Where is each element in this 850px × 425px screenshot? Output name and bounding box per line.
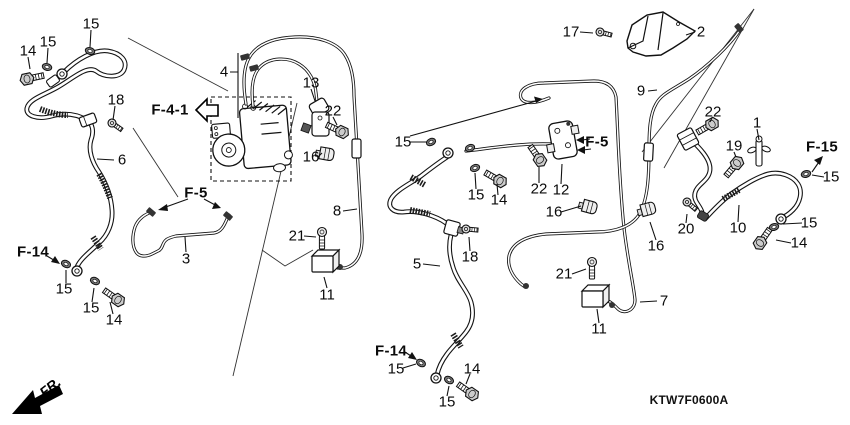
hose-10-clamp — [676, 127, 700, 151]
heat-guard-2 — [594, 11, 697, 57]
callout-16: 16 — [302, 148, 320, 166]
callout-14: 14 — [105, 311, 123, 329]
callout-22: 22 — [530, 180, 548, 198]
callout-12: 12 — [552, 181, 570, 199]
callout-14: 14 — [490, 191, 508, 209]
callout-20: 20 — [677, 220, 695, 238]
callout-f-4-1: F-4-1 — [151, 101, 189, 119]
leader-lines — [27, 29, 825, 397]
callout-15: 15 — [55, 280, 73, 298]
abs-modulator — [194, 96, 293, 182]
brake-pipes-4-8 — [239, 35, 364, 270]
brake-pipe-3 — [131, 206, 234, 258]
callout-15: 15 — [387, 360, 405, 378]
callout-5: 5 — [412, 255, 422, 273]
callout-17: 17 — [562, 23, 580, 41]
callout-15: 15 — [800, 214, 818, 232]
callout-1: 1 — [752, 114, 762, 132]
callout-15: 15 — [39, 33, 57, 51]
callout-13: 13 — [302, 74, 320, 92]
callout-11: 11 — [591, 320, 607, 338]
diagram-part-code: KTW7F0600A — [649, 393, 729, 407]
callout-6: 6 — [117, 151, 127, 169]
callout-2: 2 — [696, 23, 706, 41]
fr-direction-arrow — [12, 385, 63, 414]
pipe-8-sleeve — [351, 138, 362, 159]
bracket-12 — [546, 120, 580, 160]
brake-hose-10-assembly — [635, 115, 813, 253]
callout-15: 15 — [822, 168, 840, 186]
callout-f-5: F-5 — [184, 184, 208, 202]
brake-pipe-7 — [518, 79, 637, 314]
callout-15: 15 — [438, 393, 456, 411]
callout-f-15: F-15 — [805, 138, 839, 156]
callout-15: 15 — [82, 299, 100, 317]
callout-16: 16 — [545, 203, 563, 221]
callout-18: 18 — [461, 248, 479, 266]
callout-18: 18 — [107, 91, 125, 109]
callout-15: 15 — [82, 15, 100, 33]
callout-21: 21 — [288, 227, 306, 245]
callout-14: 14 — [463, 360, 481, 378]
callout-15: 15 — [394, 133, 412, 151]
callout-19: 19 — [725, 137, 743, 155]
callout-22: 22 — [704, 103, 722, 121]
pipe-9-sleeve — [643, 142, 654, 162]
callout-21: 21 — [555, 265, 573, 283]
view-arrow-f-4-1 — [194, 97, 219, 123]
callout-14: 14 — [790, 234, 808, 252]
joint-13 — [300, 97, 330, 137]
brake-hose-6 — [18, 45, 128, 310]
callout-14: 14 — [19, 42, 37, 60]
callout-f-14: F-14 — [16, 243, 50, 261]
callout-16: 16 — [647, 237, 665, 255]
callout-22: 22 — [324, 102, 342, 120]
callout-11: 11 — [319, 286, 335, 304]
callout-f-5: F-5 — [585, 133, 609, 151]
brake-pipe-9 — [507, 22, 745, 289]
callout-9: 9 — [636, 82, 646, 100]
brake-hose-5-assembly — [387, 120, 599, 404]
callout-10: 10 — [729, 219, 747, 237]
callout-7: 7 — [659, 292, 669, 310]
part-1-clip — [747, 135, 771, 167]
callout-8: 8 — [332, 202, 342, 220]
callout-f-14: F-14 — [374, 342, 408, 360]
callout-4: 4 — [219, 63, 229, 81]
callout-3: 3 — [181, 250, 191, 268]
callout-15: 15 — [467, 186, 485, 204]
